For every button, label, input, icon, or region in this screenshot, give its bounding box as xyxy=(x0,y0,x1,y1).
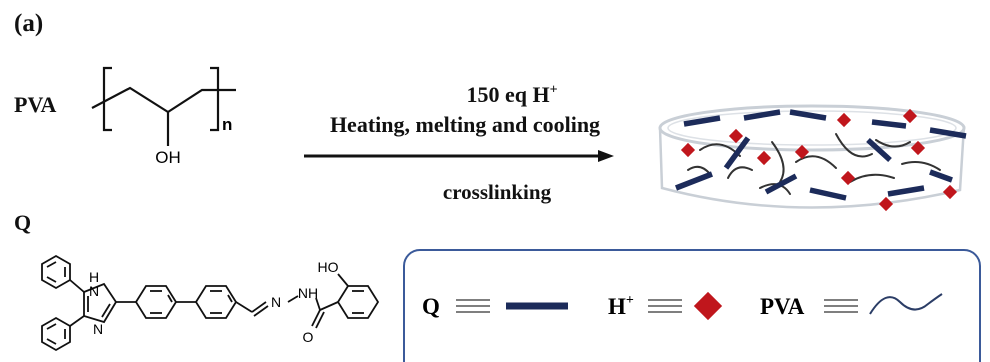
panel-label: (a) xyxy=(14,10,44,37)
q-atom-n1: N xyxy=(89,283,99,299)
condition-process: Heating, melting and cooling xyxy=(329,112,601,137)
q-atom-nh: NH xyxy=(298,285,318,301)
legend-h-equiv-icon xyxy=(648,299,682,313)
legend-h-main: H xyxy=(608,294,626,319)
q-label: Q xyxy=(14,210,32,235)
legend-pva-label: PVA xyxy=(760,294,805,319)
pva-n-subscript: n xyxy=(222,115,232,134)
q-atom-n3: N xyxy=(271,294,281,310)
legend-h-sup: + xyxy=(626,293,634,308)
legend-h-label: H+ xyxy=(608,293,634,319)
q-atom-h: H xyxy=(89,269,99,285)
pva-oh-label: OH xyxy=(155,148,181,167)
legend-box: Q H+ PVA xyxy=(403,249,981,362)
q-atom-ho: HO xyxy=(318,259,339,275)
q-atom-n2: N xyxy=(93,321,103,337)
pva-structure: OH n xyxy=(91,66,236,167)
hydrogel-dish xyxy=(658,104,967,212)
condition-acid: 150 eq H+ xyxy=(372,82,652,108)
q-atom-o: O xyxy=(303,329,314,345)
legend-pva-equiv-icon xyxy=(824,299,858,313)
legend-h-diamond xyxy=(693,291,723,321)
condition-crosslinking: crosslinking xyxy=(442,180,552,204)
condition-acid-main: 150 eq H xyxy=(466,82,550,107)
reaction-arrow xyxy=(304,150,614,162)
pva-label: PVA xyxy=(14,92,57,117)
legend-q-equiv-icon xyxy=(456,299,490,313)
legend-pva-line xyxy=(869,293,943,315)
q-structure: H N N N NH HO O xyxy=(41,254,380,352)
condition-acid-sup: + xyxy=(549,82,558,98)
legend-q-label: Q xyxy=(422,294,440,319)
